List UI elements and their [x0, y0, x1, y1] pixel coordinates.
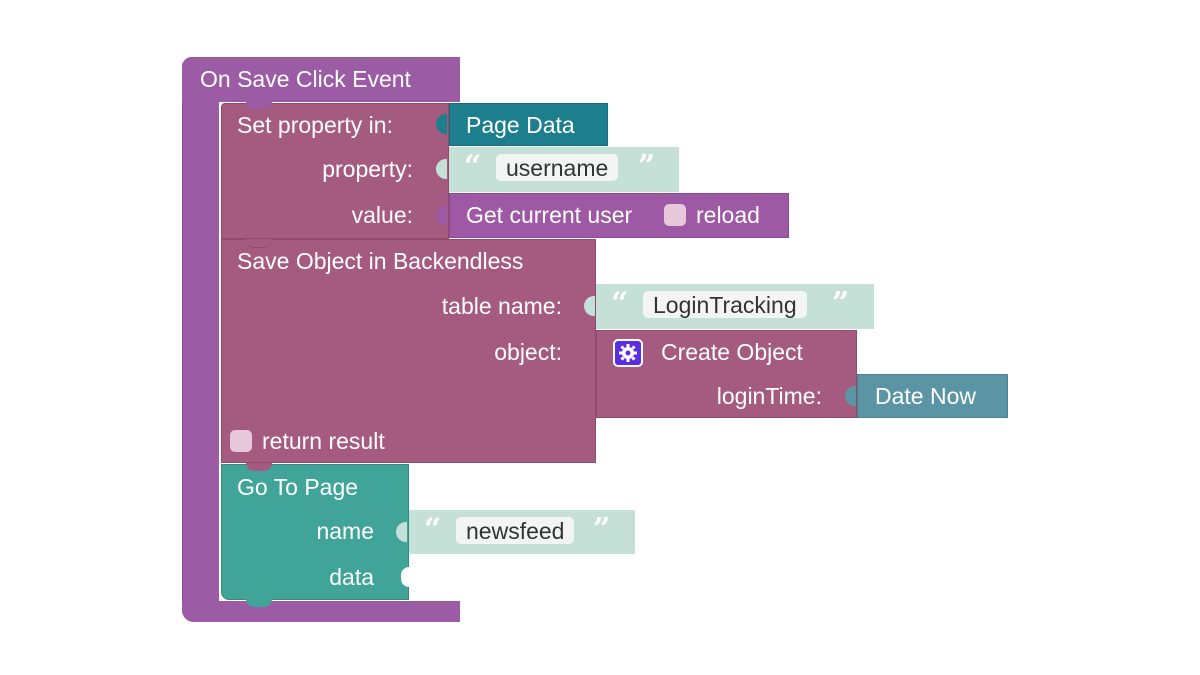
table-name-label: table name:: [441, 293, 562, 319]
property-label: property:: [322, 156, 413, 182]
set-property-top-notch: [246, 101, 272, 109]
event-block-footer: [182, 602, 460, 622]
data-empty-socket[interactable]: [401, 567, 409, 587]
table-name-field[interactable]: LoginTracking: [643, 291, 807, 318]
get-current-user-label: Get current user: [466, 202, 633, 228]
page-name-field[interactable]: newsfeed: [456, 517, 575, 544]
open-quote-icon: “: [424, 512, 442, 547]
close-quote-icon: ”: [832, 286, 850, 321]
go-to-page-block[interactable]: [221, 464, 409, 600]
go-to-page-top-notch: [246, 463, 272, 471]
event-title: On Save Click Event: [200, 66, 411, 92]
return-result-checkbox[interactable]: [230, 430, 252, 452]
set-property-block[interactable]: [221, 103, 449, 239]
date-now-block[interactable]: [857, 374, 1008, 418]
go-to-page-title: Go To Page: [237, 474, 359, 500]
return-result-label: return result: [262, 428, 385, 454]
date-now-label: Date Now: [875, 383, 976, 409]
create-object-label: Create Object: [661, 339, 803, 365]
login-time-label: loginTime:: [716, 383, 822, 409]
reload-label: reload: [696, 202, 760, 228]
open-quote-icon: “: [611, 286, 629, 321]
date-now-connector: [845, 386, 856, 406]
page-data-block[interactable]: [449, 103, 608, 146]
event-block-header: [182, 57, 460, 102]
page-name-connector: [396, 522, 407, 542]
reload-checkbox[interactable]: [664, 204, 686, 226]
open-quote-icon: “: [464, 149, 482, 184]
object-label: object:: [494, 339, 562, 365]
create-object-connector: [584, 342, 595, 362]
create-object-block[interactable]: [596, 330, 857, 418]
page-data-label: Page Data: [466, 112, 575, 138]
gear-icon[interactable]: [613, 339, 643, 367]
name-label: name: [316, 518, 374, 544]
value-label: value:: [351, 202, 413, 228]
username-connector: [436, 159, 447, 179]
get-current-user-block[interactable]: [449, 193, 789, 238]
page-data-connector: [436, 114, 447, 134]
set-property-label: Set property in:: [237, 112, 393, 138]
go-to-page-bottom-notch: [246, 599, 272, 607]
data-label: data: [329, 564, 374, 590]
close-quote-icon: ”: [638, 149, 656, 184]
close-quote-icon: ”: [593, 512, 611, 547]
get-current-user-connector: [436, 205, 447, 225]
save-object-top-notch: [246, 239, 272, 248]
save-object-title: Save Object in Backendless: [237, 248, 524, 274]
table-name-connector: [584, 296, 595, 316]
username-field[interactable]: username: [496, 154, 619, 181]
save-object-block[interactable]: [221, 239, 596, 463]
